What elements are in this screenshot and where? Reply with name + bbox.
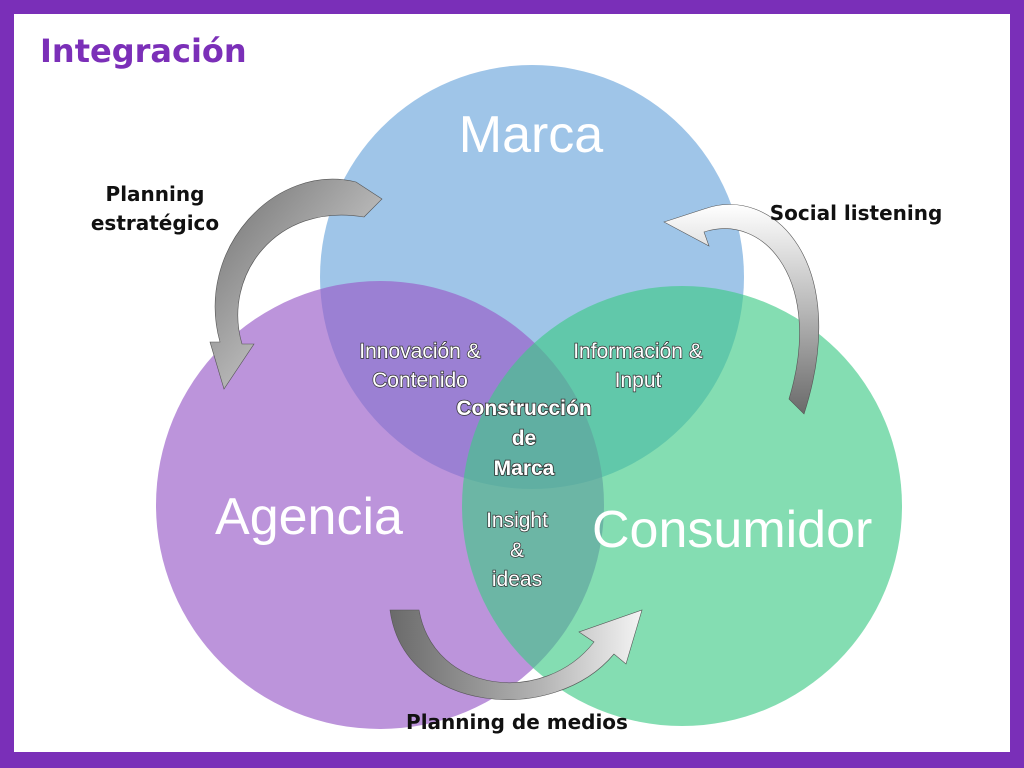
slide: Integración xyxy=(14,14,1010,752)
label-agencia: Agencia xyxy=(215,488,403,546)
flow-planning-estrategico-line2: estratégico xyxy=(91,211,219,235)
overlap-center-line1: Construcción xyxy=(456,397,591,420)
overlap-marca-consumidor-line1: Información & xyxy=(573,340,703,363)
overlap-marca-agencia-line2: Contenido xyxy=(372,369,468,392)
overlap-agencia-consumidor-line2: & xyxy=(510,539,524,562)
arrow-planning-estrategico xyxy=(209,178,383,390)
page-title: Integración xyxy=(40,32,247,70)
overlap-center-line3: Marca xyxy=(494,457,555,480)
overlap-agencia-consumidor-line1: Insight xyxy=(486,509,548,532)
overlap-marca-consumidor-line2: Input xyxy=(615,369,662,392)
label-marca: Marca xyxy=(459,106,604,164)
arrow-planning-medios xyxy=(389,609,643,700)
overlap-center-line2: de xyxy=(512,427,537,450)
circle-agencia xyxy=(156,281,604,729)
label-consumidor: Consumidor xyxy=(592,501,872,559)
flow-planning-medios: Planning de medios xyxy=(406,710,628,734)
arrow-social-listening xyxy=(663,204,820,415)
overlap-marca-agencia-line1: Innovación & xyxy=(359,340,480,363)
flow-social-listening: Social listening xyxy=(770,201,943,225)
venn-diagram: Marca Agencia Consumidor Innovación & Co… xyxy=(91,65,943,734)
overlap-agencia-consumidor-line3: ideas xyxy=(492,568,542,591)
flow-planning-estrategico-line1: Planning xyxy=(106,182,205,206)
